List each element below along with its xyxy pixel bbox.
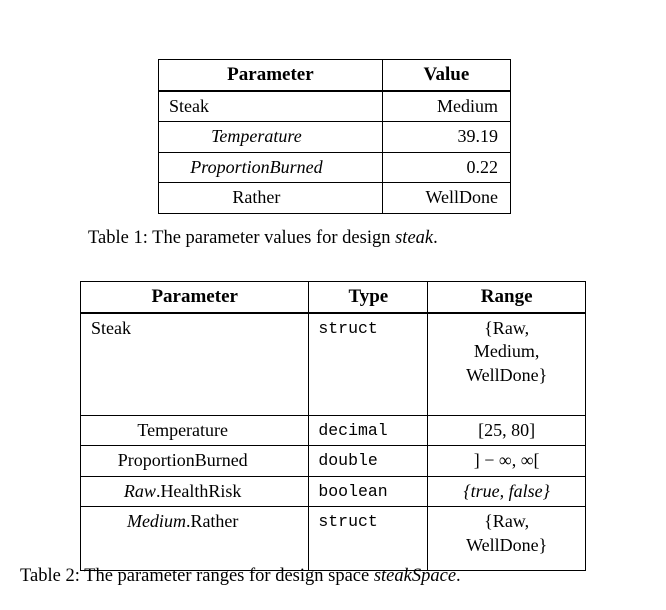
table-1-header: Parameter Value [158,59,512,92]
range-line: [25, 80] [478,420,536,440]
cell-parameter-range: {Raw, Medium, WellDone} [427,312,586,416]
table-2-caption: Table 2: The parameter ranges for design… [20,565,461,588]
range-line: ] − ∞, ∞[ [473,450,540,471]
cell-parameter-name: ProportionBurned [158,151,383,184]
caption-emphasis: steak [395,228,434,248]
cell-parameter-name: ProportionBurned [79,445,310,477]
cell-parameter-value: 0.22 [381,151,512,184]
cell-parameter-name: Temperature [158,121,383,153]
cell-parameter-name: Temperature [79,414,310,447]
table-row: Steak struct {Raw, Medium, WellDone} [79,312,586,416]
cell-parameter-range: {true, false} [427,475,586,508]
parameter-name: .Rather [185,511,239,532]
caption-label: Table 1: [88,228,148,248]
column-header-range: Range [427,281,586,314]
table-row: Raw.HealthRisk boolean {true, false} [79,475,586,508]
column-header-type: Type [308,281,429,314]
cell-parameter-range: [25, 80] [427,414,586,447]
caption-label: Table 2: [20,566,80,586]
cell-parameter-type: struct [308,506,429,572]
table-header-row: Parameter Type Range [79,281,586,314]
cell-parameter-name: Medium.Rather [79,506,310,572]
parameter-name: .HealthRisk [155,480,242,501]
range-line: {true, false} [463,480,550,501]
cell-parameter-range: {Raw, WellDone} [427,506,586,572]
table-row: ProportionBurned double ] − ∞, ∞[ [79,445,586,477]
column-header-parameter: Parameter [158,59,383,92]
cell-parameter-value: 39.19 [381,121,512,153]
cell-parameter-type: decimal [308,414,429,447]
cell-parameter-range: ] − ∞, ∞[ [427,445,586,477]
parameter-name: ProportionBurned [117,450,248,471]
caption-text: The parameter ranges for design space [84,566,370,586]
table-row: ProportionBurned 0.22 [158,151,512,184]
table-2-container: Parameter Type Range Steak struct {Raw, … [79,281,586,572]
parameter-prefix: Raw [123,480,156,501]
cell-parameter-name: Rather [158,182,383,214]
cell-parameter-type: struct [308,312,429,416]
cell-parameter-value: Medium [381,90,512,123]
cell-parameter-name: Raw.HealthRisk [79,475,310,508]
range-line: WellDone} [466,534,548,555]
table-row: Steak Medium [158,90,512,123]
cell-parameter-value: WellDone [381,182,512,214]
table-2-header: Parameter Type Range [79,281,586,314]
cell-parameter-name: Steak [158,90,383,123]
parameter-prefix: Medium [126,511,186,532]
table-1-caption: Table 1: The parameter values for design… [88,227,438,250]
parameter-values-table: Parameter Value Steak Medium Temperature… [158,59,512,214]
parameter-name: Steak [91,318,131,338]
table-2-body: Steak struct {Raw, Medium, WellDone} Tem… [79,312,586,572]
table-header-row: Parameter Value [158,59,512,92]
cell-parameter-name: Steak [79,312,310,416]
caption-text: The parameter values for design [152,228,391,248]
caption-period: . [433,228,438,248]
column-header-parameter: Parameter [79,281,310,314]
cell-parameter-type: boolean [308,475,429,508]
table-row: Medium.Rather struct {Raw, WellDone} [79,506,586,572]
table-row: Temperature decimal [25, 80] [79,414,586,447]
column-header-value: Value [381,59,512,92]
table-row: Rather WellDone [158,182,512,214]
range-line: WellDone} [466,364,548,385]
table-1-container: Parameter Value Steak Medium Temperature… [158,59,512,214]
parameter-name: Temperature [137,420,229,440]
range-line: {Raw, [484,318,530,338]
range-line: Medium, [473,341,540,362]
table-row: Temperature 39.19 [158,121,512,153]
caption-period: . [456,566,461,586]
table-1-body: Steak Medium Temperature 39.19 Proportio… [158,90,512,214]
caption-emphasis: steakSpace [373,566,457,586]
parameter-ranges-table: Parameter Type Range Steak struct {Raw, … [79,281,586,572]
range-line: {Raw, [484,511,530,532]
cell-parameter-type: double [308,445,429,477]
